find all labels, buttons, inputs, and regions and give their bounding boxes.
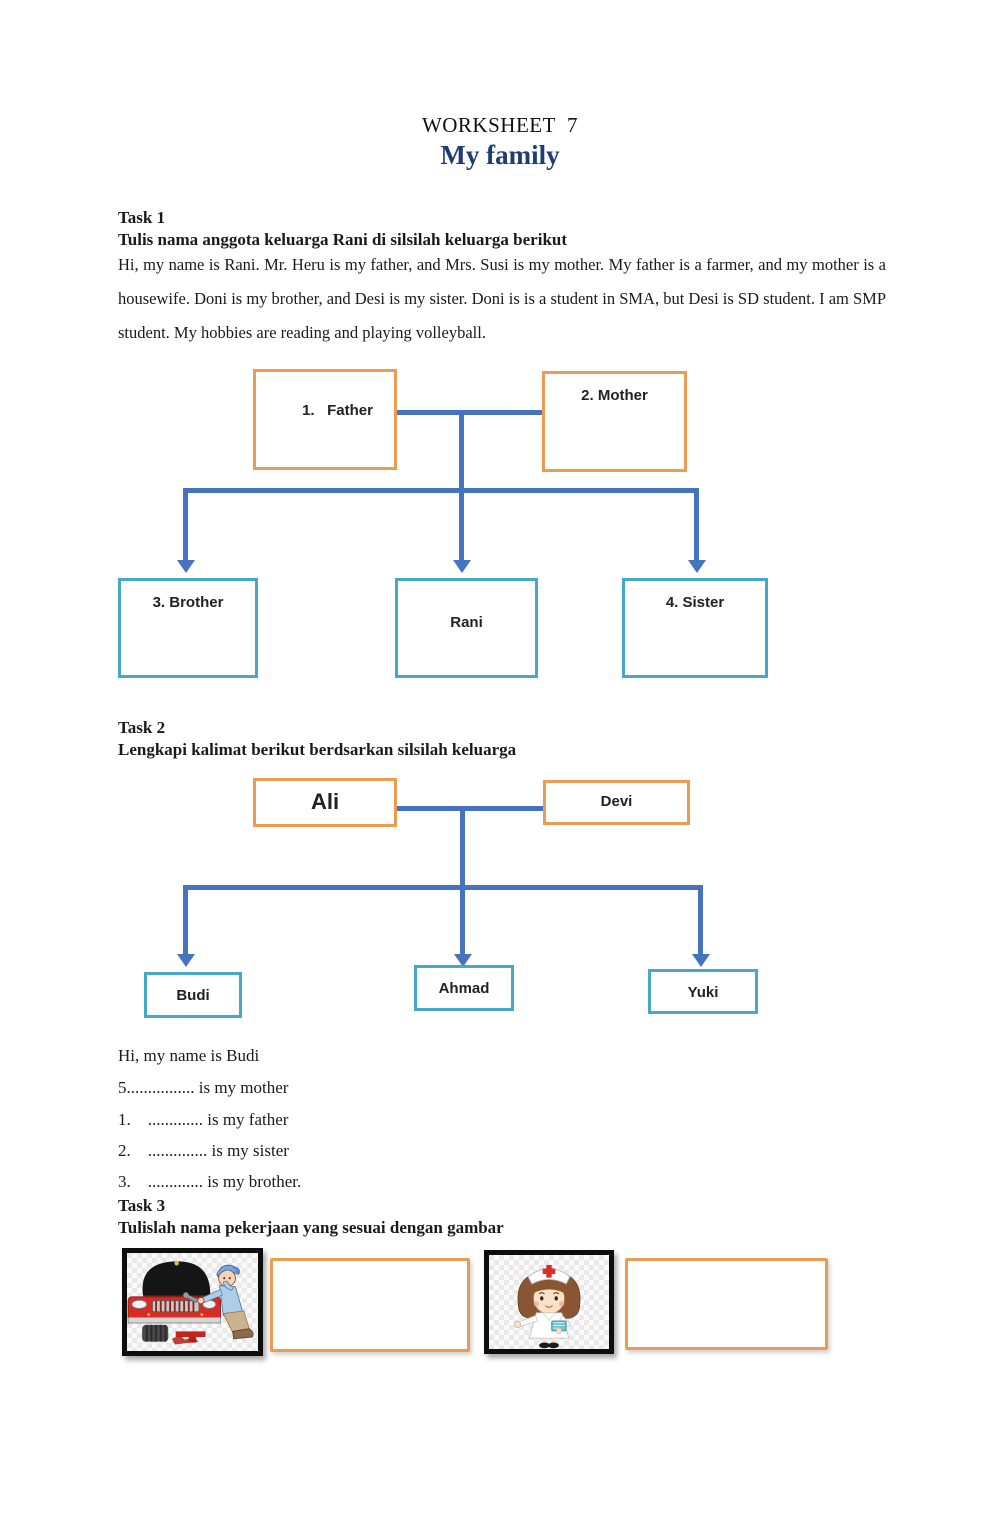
answer-box-nurse[interactable] — [625, 1258, 828, 1350]
task3-instruction: Tulislah nama pekerjaan yang sesuai deng… — [118, 1218, 504, 1237]
fill-in-line-sister[interactable]: 2. .............. is my sister — [118, 1141, 289, 1160]
fill-in-line-mother[interactable]: 5................ is my mother — [118, 1078, 289, 1097]
nurse-illustration — [513, 1264, 581, 1349]
tree1-rani-label: Rani — [450, 614, 483, 631]
connector-line — [396, 806, 544, 811]
connector-line — [396, 410, 543, 415]
arrow-down-icon — [454, 954, 472, 967]
connector-line — [694, 488, 699, 562]
connector-line — [459, 488, 464, 562]
tree1-sister-label: 4. Sister — [665, 594, 725, 611]
tree2-father-label: Ali — [310, 789, 340, 814]
answer-box-mechanic[interactable] — [270, 1258, 470, 1352]
family-tree-budi: Ali Devi Budi Ahmad Yuki — [0, 770, 1000, 1032]
fill-in-line-brother[interactable]: 3. ............. is my brother. — [118, 1172, 302, 1191]
tree2-ahmad-label: Ahmad — [438, 980, 490, 997]
connector-line — [183, 885, 188, 956]
tree2-mother-label: Devi — [600, 793, 633, 810]
tree1-sister-box[interactable]: 4. Sister — [622, 578, 768, 678]
connector-line — [460, 885, 465, 956]
connector-line — [698, 885, 703, 956]
task2-heading: Task 2 — [118, 718, 166, 737]
connector-line — [183, 488, 188, 562]
tree1-rani-box: Rani — [395, 578, 538, 678]
mechanic-illustration — [127, 1261, 254, 1345]
arrow-down-icon — [453, 560, 471, 573]
task1-paragraph: Hi, my name is Rani. Mr. Heru is my fath… — [118, 255, 886, 342]
worksheet-title: WORKSHEET 7 — [421, 113, 579, 137]
tree1-mother-label: 2. Mother — [581, 387, 648, 404]
connector-line — [459, 412, 464, 490]
tree2-budi-box: Budi — [144, 972, 242, 1018]
connector-line — [183, 488, 699, 493]
tree2-mother-box: Devi — [543, 780, 690, 825]
task1-heading: Task 1 — [118, 208, 166, 227]
family-tree-rani: 1. Father 2. Mother 3. Brother Rani 4. S… — [0, 360, 1000, 690]
tree1-brother-label: 3. Brother — [152, 594, 224, 611]
tree1-father-label: 1. Father — [302, 402, 373, 419]
task2-instruction: Lengkapi kalimat berikut berdsarkan sils… — [118, 740, 517, 759]
fill-in-line-father[interactable]: 1. ............. is my father — [118, 1110, 289, 1129]
task2-intro-line: Hi, my name is Budi — [118, 1046, 260, 1065]
task3-heading: Task 3 — [118, 1196, 166, 1215]
tree2-ahmad-box: Ahmad — [414, 965, 514, 1011]
arrow-down-icon — [177, 560, 195, 573]
arrow-down-icon — [688, 560, 706, 573]
worksheet-subtitle: My family — [440, 140, 560, 170]
task1-instruction: Tulis nama anggota keluarga Rani di sils… — [118, 230, 568, 249]
nurse-cartoon — [484, 1250, 614, 1354]
tree2-budi-label: Budi — [176, 987, 210, 1004]
tree1-mother-box[interactable]: 2. Mother — [542, 371, 687, 472]
tree1-brother-box[interactable]: 3. Brother — [118, 578, 258, 678]
tree1-father-box[interactable]: 1. Father — [253, 369, 397, 470]
arrow-down-icon — [692, 954, 710, 967]
connector-line — [460, 808, 465, 887]
arrow-down-icon — [177, 954, 195, 967]
tree2-yuki-box: Yuki — [648, 969, 758, 1014]
mechanic-cartoon — [122, 1248, 263, 1356]
connector-line — [183, 885, 703, 890]
tree2-yuki-label: Yuki — [687, 984, 719, 1001]
tree2-father-box: Ali — [253, 778, 397, 827]
